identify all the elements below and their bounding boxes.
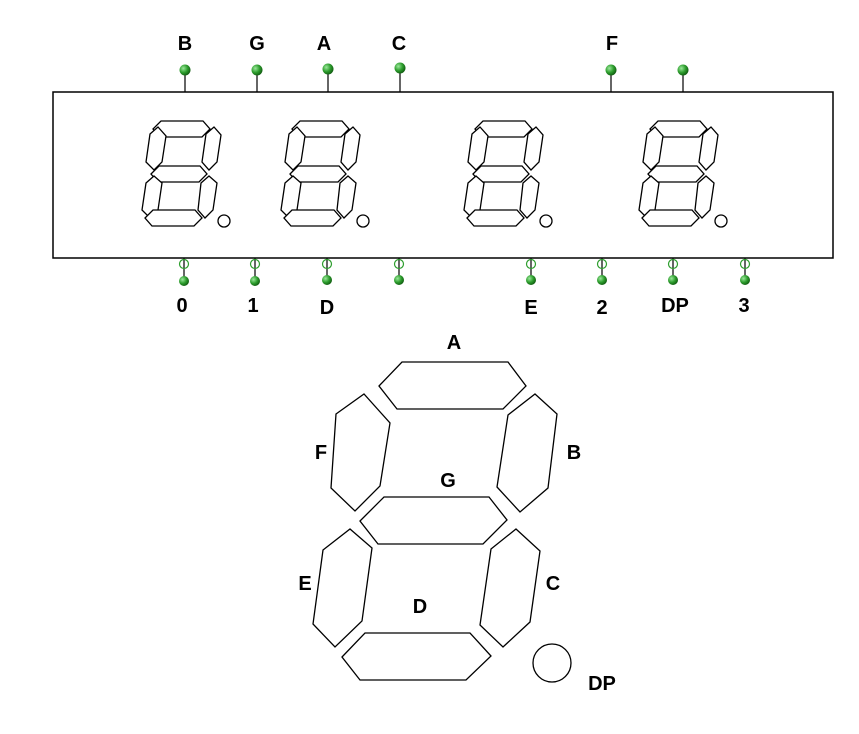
bottom-pin-1[interactable] [249, 258, 261, 286]
digit-4-segment-d [641, 209, 700, 227]
top-pin-g[interactable] [251, 64, 263, 93]
top-pin-f[interactable] [605, 64, 617, 93]
top-pins [179, 62, 689, 93]
bottom-pin-3[interactable] [739, 258, 751, 285]
digit-2-decimal-point [356, 214, 370, 228]
top-pin-label-c: C [392, 33, 406, 55]
bottom-pin-label-2: 2 [596, 297, 607, 319]
bottom-pin-label-3: 3 [738, 295, 749, 317]
top-pin-a[interactable] [322, 63, 334, 93]
bottom-pins [178, 258, 751, 286]
digit-3-segment-d [466, 209, 525, 227]
bottom-pin-label-dp: DP [661, 295, 689, 317]
digit-3-segment-b [523, 126, 544, 171]
segment-f [330, 393, 391, 512]
bottom-pin-label-d: D [320, 297, 334, 319]
digit-group [141, 120, 728, 228]
digit-3-segment-g [472, 165, 530, 183]
segment-label-d: D [413, 596, 427, 618]
segment-label-a: A [447, 332, 461, 354]
bottom-pin-unlabeled[interactable] [393, 258, 405, 285]
digit-1 [141, 120, 231, 228]
digit-2-segment-d [283, 209, 342, 227]
top-pin-label-f: F [606, 33, 618, 55]
digit-3-segment-c [519, 175, 540, 219]
bottom-pin-0[interactable] [178, 258, 190, 286]
digit-1-segment-c [197, 175, 218, 219]
digit-3-segment-f [467, 126, 489, 171]
top-pin-c[interactable] [394, 62, 406, 93]
digit-2 [280, 120, 370, 228]
segment-d [341, 632, 492, 681]
bottom-pin-label-0: 0 [176, 295, 187, 317]
bottom-pin-labels: 0 1 D E 2 DP 3 [176, 295, 749, 319]
top-pin-labels: B G A C F [178, 33, 618, 55]
segment-key-diagram: A F B G E C D DP [298, 332, 616, 695]
segment-a [378, 361, 527, 410]
segment-label-g: G [440, 470, 456, 492]
top-pin-unlabeled[interactable] [677, 64, 689, 93]
digit-1-segment-b [201, 126, 222, 171]
segment-g [359, 496, 508, 545]
segment-e [312, 528, 373, 648]
segment-dp [532, 643, 572, 683]
digit-3 [463, 120, 553, 228]
segment-label-e: E [298, 573, 311, 595]
top-pin-label-g: G [249, 33, 265, 55]
digit-2-segment-c [336, 175, 357, 219]
digit-4-decimal-point [714, 214, 728, 228]
digit-1-segment-f [145, 126, 167, 171]
segment-b [496, 393, 558, 513]
segment-c [479, 528, 541, 648]
digit-2-segment-f [284, 126, 306, 171]
segment-label-c: C [546, 573, 560, 595]
segment-label-f: F [315, 442, 327, 464]
digit-1-segment-d [144, 209, 203, 227]
digit-4 [638, 120, 728, 228]
bottom-pin-e[interactable] [525, 258, 537, 285]
bottom-pin-dp[interactable] [667, 258, 679, 285]
digit-4-segment-f [642, 126, 664, 171]
digit-3-decimal-point [539, 214, 553, 228]
top-pin-label-b: B [178, 33, 192, 55]
bottom-pin-2[interactable] [596, 258, 608, 285]
digit-4-segment-b [698, 126, 719, 171]
bottom-pin-d[interactable] [321, 258, 333, 285]
top-pin-label-a: A [317, 33, 331, 55]
digit-2-segment-b [340, 126, 361, 171]
digit-2-segment-g [289, 165, 347, 183]
bottom-pin-label-1: 1 [247, 295, 258, 317]
bottom-pin-label-e: E [524, 297, 537, 319]
segment-label-b: B [567, 442, 581, 464]
top-pin-b[interactable] [179, 64, 191, 93]
segment-label-dp: DP [588, 673, 616, 695]
digit-1-segment-g [150, 165, 208, 183]
digit-4-segment-g [647, 165, 705, 183]
digit-1-decimal-point [217, 214, 231, 228]
digit-4-segment-c [694, 175, 715, 219]
